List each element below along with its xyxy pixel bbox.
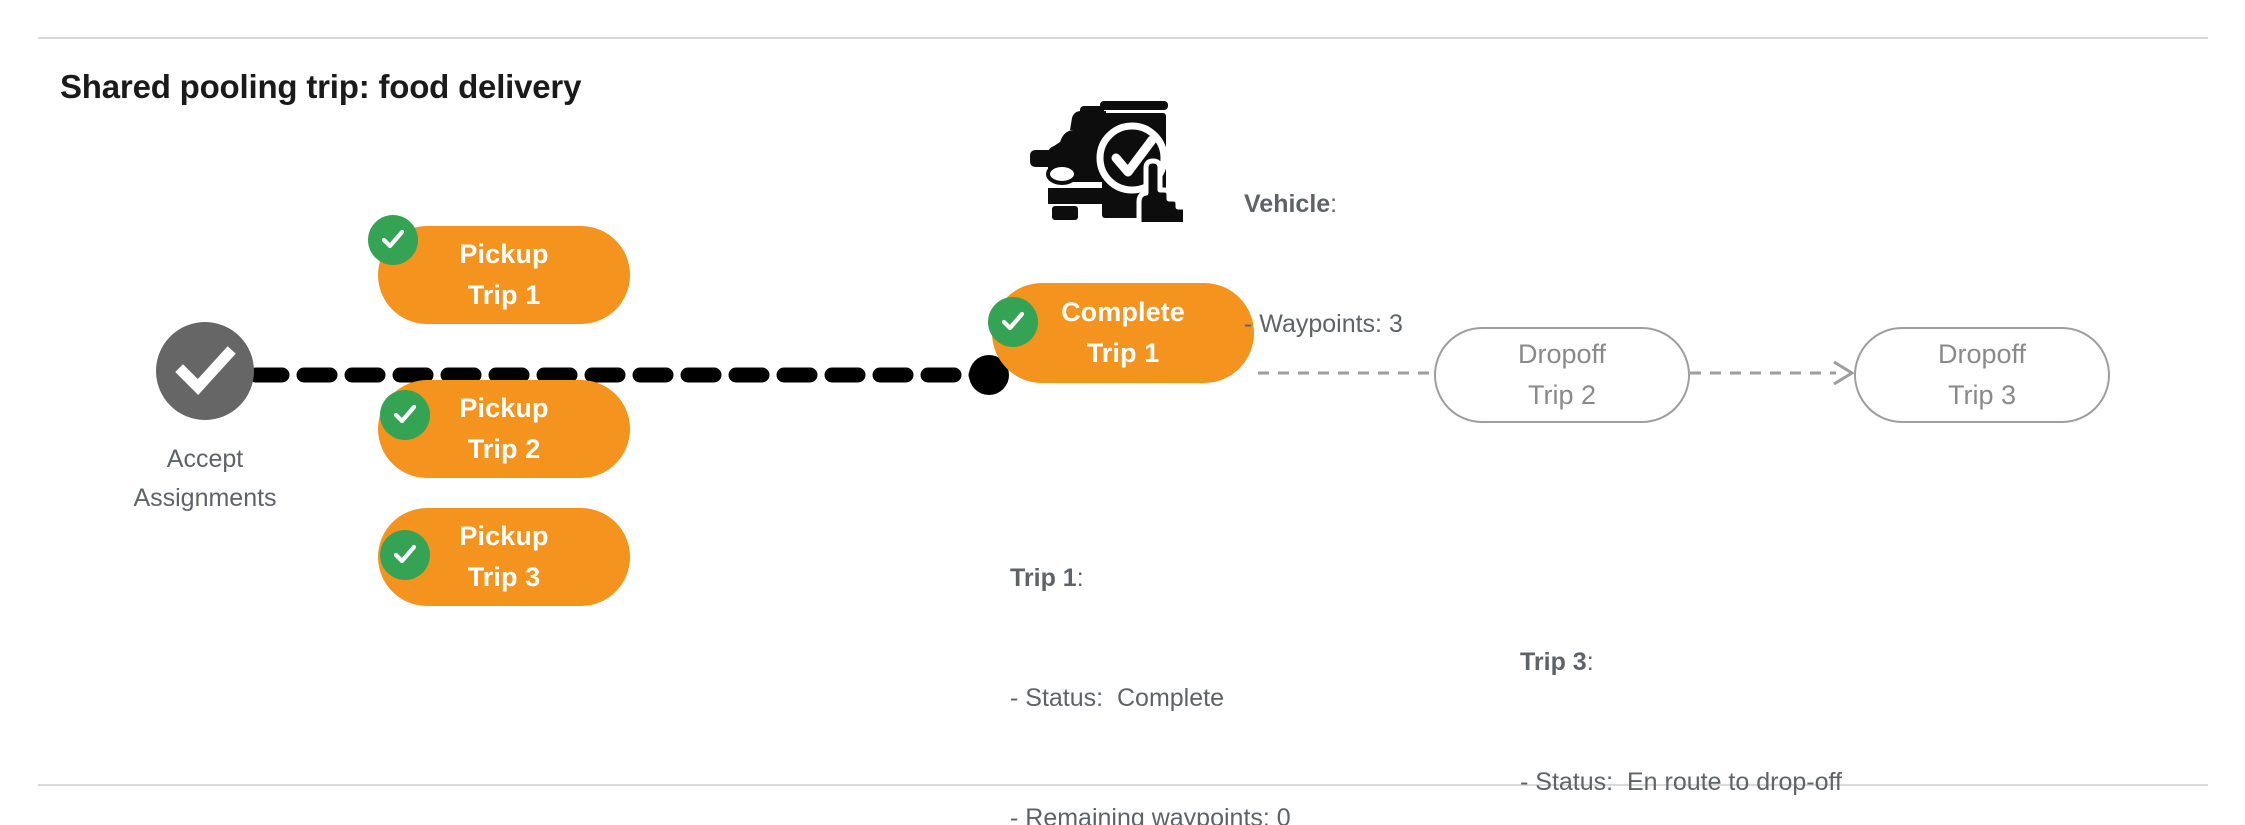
page-title: Shared pooling trip: food delivery — [60, 68, 582, 105]
check-icon — [1001, 311, 1025, 331]
complete-trip-1-line2: Trip 1 — [1086, 338, 1160, 368]
pickup-trip-1-line1: Pickup — [459, 239, 549, 269]
pickup-trip-3-node[interactable]: Pickup Trip 3 — [378, 508, 630, 606]
accept-label-line2: Assignments — [133, 484, 277, 512]
complete-trip-1-node[interactable]: Complete Trip 1 — [992, 283, 1254, 383]
divider-top — [38, 37, 2208, 39]
pickup-trip-2-check-badge-icon — [380, 390, 430, 440]
check-icon — [381, 229, 405, 249]
trip-1-waypoints: - Remaining waypoints: 0 — [1010, 804, 1291, 825]
arrowhead-icon — [1833, 360, 1855, 386]
complete-trip-1-check-badge-icon — [988, 297, 1038, 347]
dropoff-trip-3-line1: Dropoff — [1937, 339, 2027, 369]
dropoff-trip-3-node[interactable]: Dropoff Trip 3 — [1854, 327, 2110, 423]
vehicle-info-block: Vehicle: - Waypoints: 3 — [1244, 104, 1403, 424]
trip-1-heading-colon: : — [1076, 564, 1084, 592]
vehicle-phone-check-icon — [1028, 82, 1190, 237]
accept-assignments-node[interactable] — [156, 322, 254, 420]
dropoff-trip-2-node[interactable]: Dropoff Trip 2 — [1434, 327, 1690, 423]
pickup-trip-2-line1: Pickup — [459, 393, 549, 423]
dropoff-trip-2-line2: Trip 2 — [1527, 380, 1596, 410]
pickup-trip-1-line2: Trip 1 — [467, 280, 541, 310]
accept-label-line1: Accept — [166, 445, 244, 473]
accept-assignments-label: Accept Assignments — [95, 440, 315, 518]
trip-3-info-block: Trip 3: - Status: En route to drop-off -… — [1520, 562, 1842, 825]
vehicle-info-heading: Vehicle: — [1244, 184, 1403, 224]
check-icon — [393, 404, 417, 424]
pickup-trip-3-line2: Trip 3 — [467, 562, 541, 592]
vehicle-info-waypoints: - Waypoints: 3 — [1244, 310, 1403, 338]
check-circle-icon — [175, 346, 236, 395]
dropoff-trip-2-line1: Dropoff — [1517, 339, 1607, 369]
trip-1-heading: Trip 1: — [1010, 558, 1332, 598]
trip-3-status: - Status: En route to drop-off — [1520, 768, 1842, 796]
pickup-trip-1-check-badge-icon — [368, 215, 418, 265]
trip-1-status: - Status: Complete — [1010, 684, 1224, 712]
dropoff-trip-3-line2: Trip 3 — [1947, 380, 2016, 410]
trip-1-2-info-block: Trip 1: - Status: Complete - Remaining w… — [1010, 478, 1332, 825]
pickup-trip-3-check-badge-icon — [380, 530, 430, 580]
vehicle-info-heading-text: Vehicle — [1244, 190, 1331, 218]
pickup-trip-2-line2: Trip 2 — [467, 434, 541, 464]
complete-trip-1-line1: Complete — [1061, 297, 1185, 327]
pickup-trip-3-line1: Pickup — [459, 521, 549, 551]
check-icon — [393, 544, 417, 564]
divider-bottom — [38, 784, 2208, 786]
trip-3-heading-colon: : — [1586, 648, 1594, 676]
trip-3-heading-text: Trip 3 — [1520, 648, 1587, 676]
pickup-trip-1-node[interactable]: Pickup Trip 1 — [378, 226, 630, 324]
vehicle-info-heading-colon: : — [1330, 190, 1338, 218]
trip-1-heading-text: Trip 1 — [1010, 564, 1077, 592]
trip-3-heading: Trip 3: — [1520, 642, 1842, 682]
